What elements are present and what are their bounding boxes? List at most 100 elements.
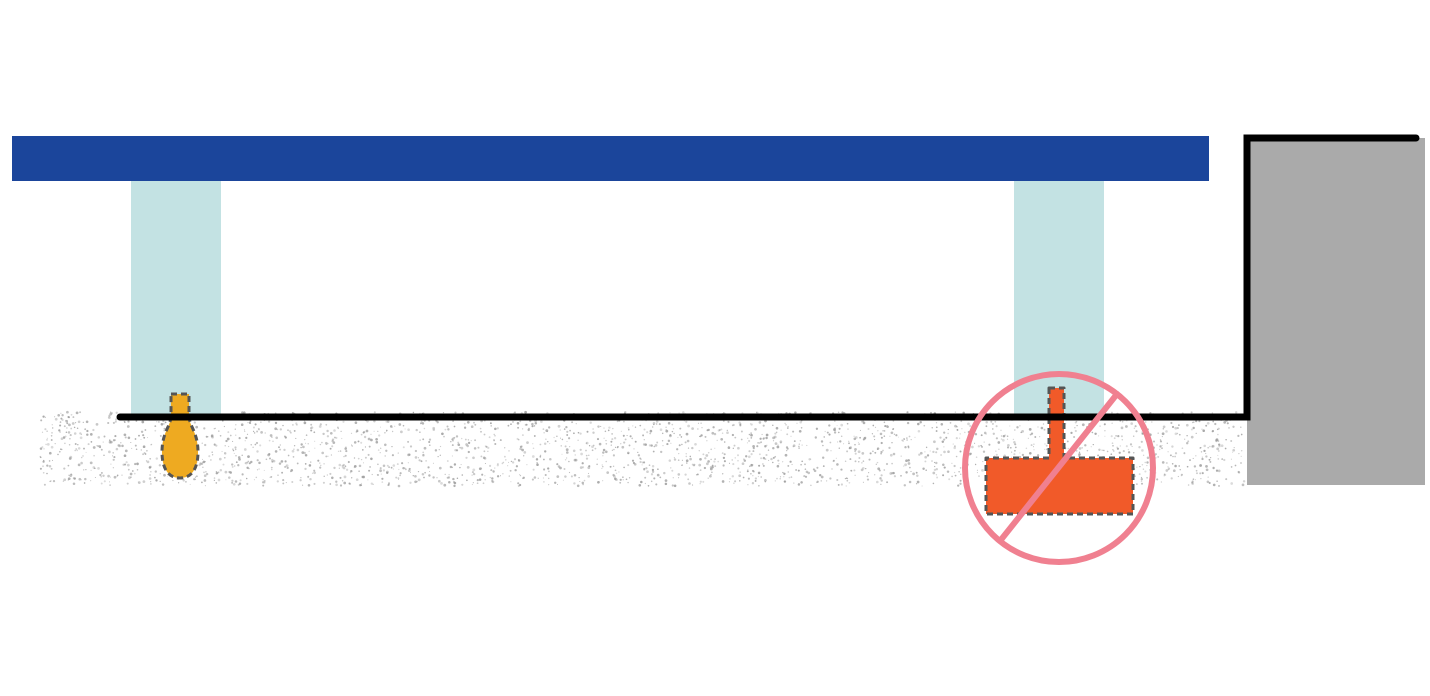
- gravel-dot: [377, 474, 380, 476]
- gravel-dot: [103, 480, 106, 483]
- gravel-dot: [1161, 447, 1163, 450]
- gravel-dot: [130, 476, 132, 478]
- gravel-dot: [172, 479, 174, 482]
- gravel-dot: [54, 417, 58, 421]
- gravel-dot: [560, 445, 562, 447]
- gravel-dot: [1139, 465, 1141, 468]
- gravel-dot: [1118, 451, 1121, 454]
- gravel-dot: [321, 441, 323, 444]
- gravel-dot: [762, 437, 766, 440]
- gravel-dot: [428, 444, 431, 447]
- gravel-dot: [1237, 434, 1240, 438]
- gravel-dot: [861, 452, 865, 455]
- gravel-dot: [1209, 460, 1212, 463]
- gravel-dot: [801, 460, 804, 463]
- gravel-dot: [556, 463, 559, 466]
- gravel-dot: [596, 463, 598, 466]
- gravel-dot: [783, 476, 785, 478]
- gravel-dot: [1000, 429, 1002, 432]
- gravel-dot: [683, 420, 685, 422]
- gravel-dot: [331, 438, 335, 441]
- gravel-dot: [319, 423, 322, 426]
- gravel-dot: [925, 469, 927, 471]
- gravel-dot: [341, 464, 344, 468]
- gravel-dot: [776, 431, 778, 433]
- gravel-dot: [731, 475, 734, 478]
- gravel-dot: [837, 483, 840, 486]
- gravel-dot: [752, 445, 755, 448]
- gravel-dot: [953, 445, 956, 448]
- gravel-dot: [537, 477, 539, 479]
- gravel-dot: [877, 430, 879, 432]
- gravel-dot: [392, 468, 394, 470]
- gravel-dot: [848, 440, 850, 442]
- gravel-dot: [990, 420, 993, 423]
- gravel-dot: [795, 469, 798, 471]
- gravel-dot: [493, 433, 495, 436]
- gravel-dot: [702, 453, 705, 456]
- gravel-dot: [58, 429, 61, 432]
- gravel-dot: [731, 433, 735, 437]
- gravel-dot: [342, 466, 346, 470]
- gravel-dot: [527, 428, 530, 432]
- gravel-dot: [517, 426, 520, 429]
- gravel-dot: [924, 455, 928, 459]
- gravel-dot: [544, 473, 547, 477]
- gravel-dot: [85, 468, 87, 471]
- gravel-dot: [669, 412, 671, 414]
- gravel-dot: [1146, 456, 1150, 460]
- gravel-dot: [925, 446, 928, 449]
- gravel-dot: [900, 455, 902, 457]
- gravel-dot: [1160, 481, 1163, 483]
- gravel-dot: [1009, 425, 1011, 427]
- gravel-dot: [85, 451, 87, 453]
- gravel-dot: [518, 439, 520, 441]
- gravel-dot: [1045, 448, 1048, 451]
- gravel-dot: [737, 467, 740, 470]
- gravel-dot: [477, 446, 479, 448]
- gravel-dot: [1033, 449, 1035, 451]
- gravel-dot: [1157, 455, 1160, 458]
- gravel-dot: [954, 411, 957, 413]
- gravel-dot: [277, 474, 279, 477]
- gravel-dot: [195, 425, 199, 429]
- gravel-dot: [1146, 476, 1148, 479]
- gravel-dot: [597, 425, 600, 428]
- gravel-dot: [1208, 458, 1211, 461]
- gravel-dot: [549, 443, 551, 445]
- gravel-dot: [956, 429, 959, 431]
- gravel-dot: [1092, 443, 1094, 446]
- gravel-dot: [124, 436, 127, 439]
- gravel-dot: [774, 432, 777, 435]
- gravel-dot: [637, 454, 641, 457]
- gravel-dot: [1161, 432, 1165, 436]
- gravel-dot: [377, 449, 380, 451]
- gravel-dot: [390, 466, 393, 469]
- gravel-dot: [1165, 430, 1168, 433]
- gravel-dot: [1084, 444, 1087, 447]
- gravel-dot: [370, 433, 372, 435]
- gravel-dot: [854, 443, 856, 446]
- gravel-dot: [499, 439, 502, 442]
- gravel-dot: [61, 414, 64, 417]
- gravel-dot: [487, 446, 490, 450]
- gravel-dot: [278, 446, 280, 449]
- gravel-dot: [457, 441, 460, 444]
- gravel-dot: [587, 472, 590, 475]
- gravel-dot: [1233, 446, 1235, 449]
- gravel-dot: [418, 459, 421, 462]
- gravel-dot: [329, 472, 332, 475]
- gravel-dot: [146, 460, 150, 464]
- gravel-dot: [150, 444, 152, 446]
- gravel-dot: [833, 431, 837, 434]
- gravel-dot: [916, 480, 920, 484]
- gravel-dot: [453, 463, 457, 466]
- gravel-dot: [765, 433, 769, 437]
- gravel-dot: [772, 446, 775, 450]
- gravel-dot: [385, 449, 388, 452]
- gravel-dot: [386, 464, 389, 467]
- gravel-dot: [496, 463, 499, 465]
- gravel-dot: [428, 440, 431, 444]
- gravel-dot: [286, 466, 289, 470]
- gravel-dot: [502, 473, 504, 475]
